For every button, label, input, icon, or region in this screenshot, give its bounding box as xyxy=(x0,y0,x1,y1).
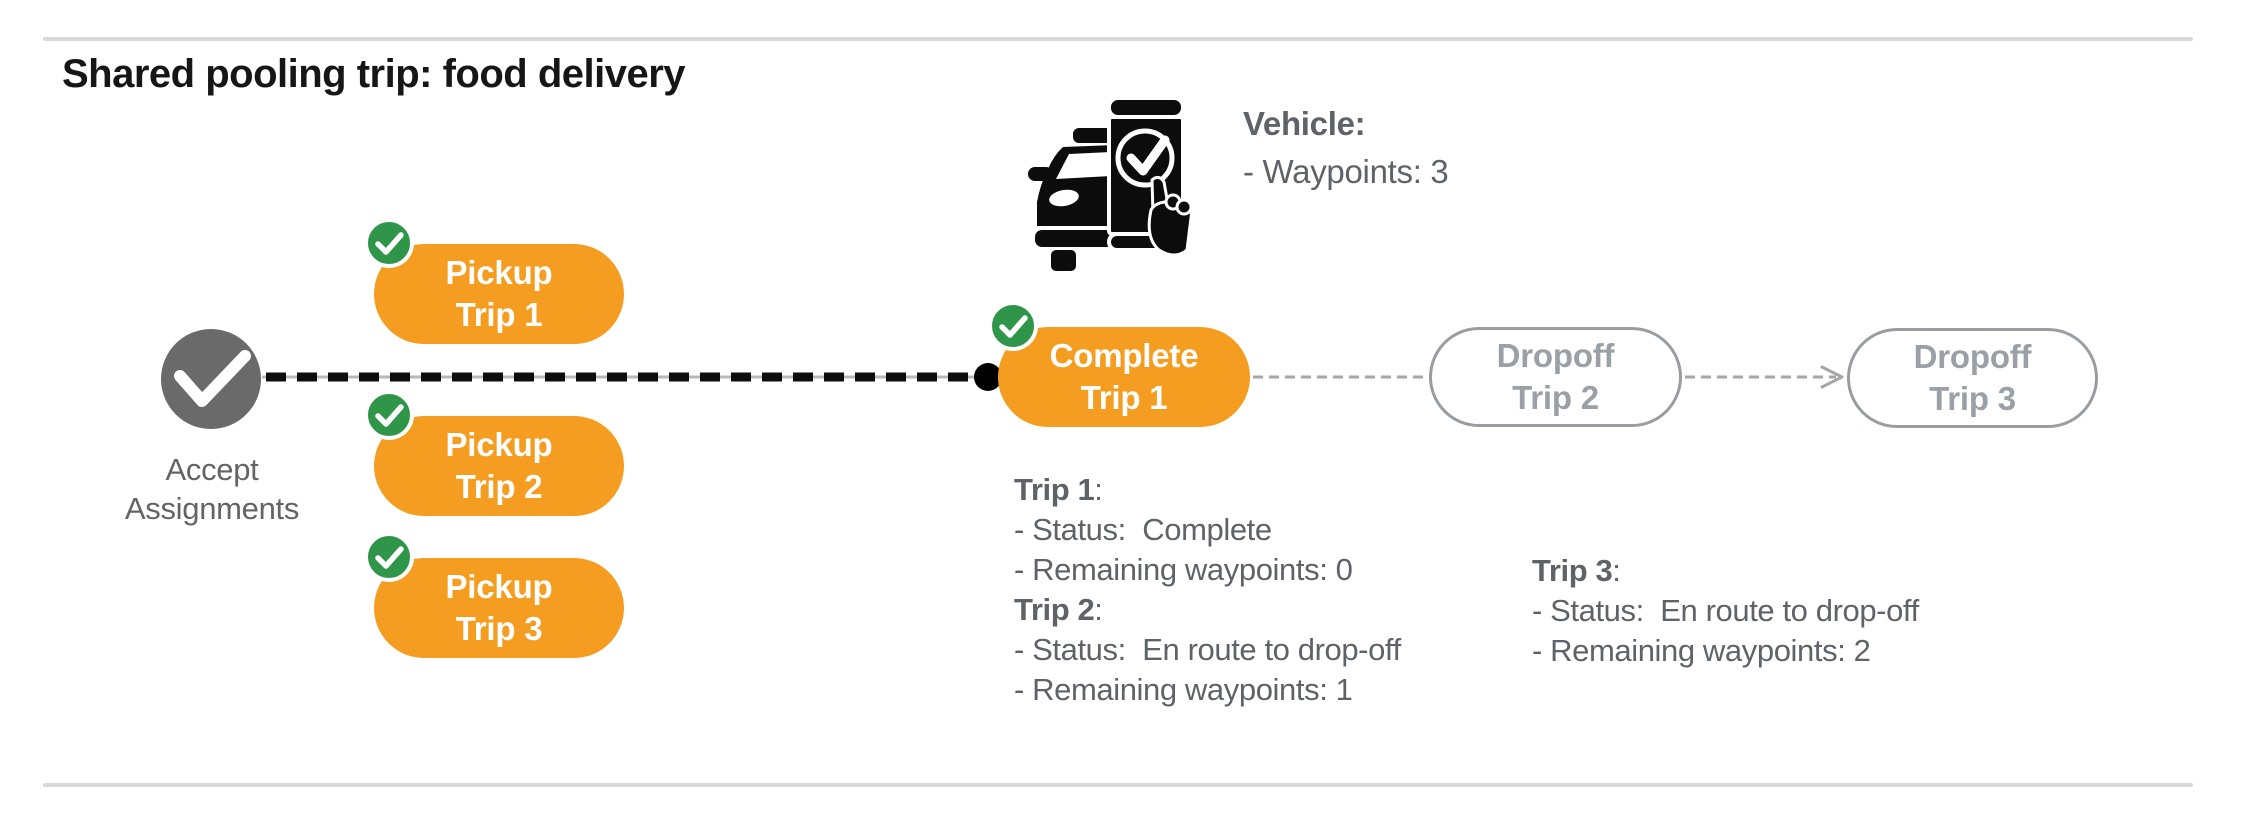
accept-assignments-label: Accept Assignments xyxy=(124,452,300,526)
check-badge-icon xyxy=(364,218,414,268)
trip-status-block-left: Trip 1: - Status: Complete - Remaining w… xyxy=(1014,470,1401,710)
vehicle-info: Vehicle: - Waypoints: 3 xyxy=(1243,100,1449,196)
trip-status-block-right: Trip 3: - Status: En route to drop-off -… xyxy=(1532,551,1919,671)
accept-assignments-node xyxy=(161,329,261,429)
trip-2-status: - Status: En route to drop-off xyxy=(1014,632,1401,667)
trip-2-waypoints: - Remaining waypoints: 1 xyxy=(1014,672,1353,707)
trip-3-heading: Trip 3: xyxy=(1532,553,1621,588)
trip-1-status: - Status: Complete xyxy=(1014,512,1272,547)
vehicle-waypoints: - Waypoints: 3 xyxy=(1243,153,1449,190)
pickup-trip-1-node: Pickup Trip 1 xyxy=(364,218,624,344)
trip-3-waypoints: - Remaining waypoints: 2 xyxy=(1532,633,1871,668)
pickup-trip-3-node: Pickup Trip 3 xyxy=(364,532,624,658)
trip-1-waypoints: - Remaining waypoints: 0 xyxy=(1014,552,1353,587)
page-title: Shared pooling trip: food delivery xyxy=(62,52,686,96)
trip-1-heading: Trip 1: xyxy=(1014,472,1103,507)
trip-2-heading: Trip 2: xyxy=(1014,592,1103,627)
dropoff-trip-3-node: Dropoff Trip 3 xyxy=(1847,328,2098,428)
check-badge-icon xyxy=(364,390,414,440)
arrowhead-icon xyxy=(1820,365,1844,389)
check-badge-icon xyxy=(364,532,414,582)
top-divider xyxy=(43,37,2193,41)
vehicle-car-phone-check-icon xyxy=(1023,92,1213,282)
complete-trip-1-node: Complete Trip 1 xyxy=(988,301,1250,427)
pickup-trip-2-node: Pickup Trip 2 xyxy=(364,390,624,516)
dropoff-trip-2-node: Dropoff Trip 2 xyxy=(1429,327,1682,427)
check-badge-icon xyxy=(988,301,1038,351)
check-icon xyxy=(174,350,251,407)
vehicle-label: Vehicle: xyxy=(1243,105,1366,142)
trip-3-status: - Status: En route to drop-off xyxy=(1532,593,1919,628)
bottom-divider xyxy=(43,783,2193,787)
